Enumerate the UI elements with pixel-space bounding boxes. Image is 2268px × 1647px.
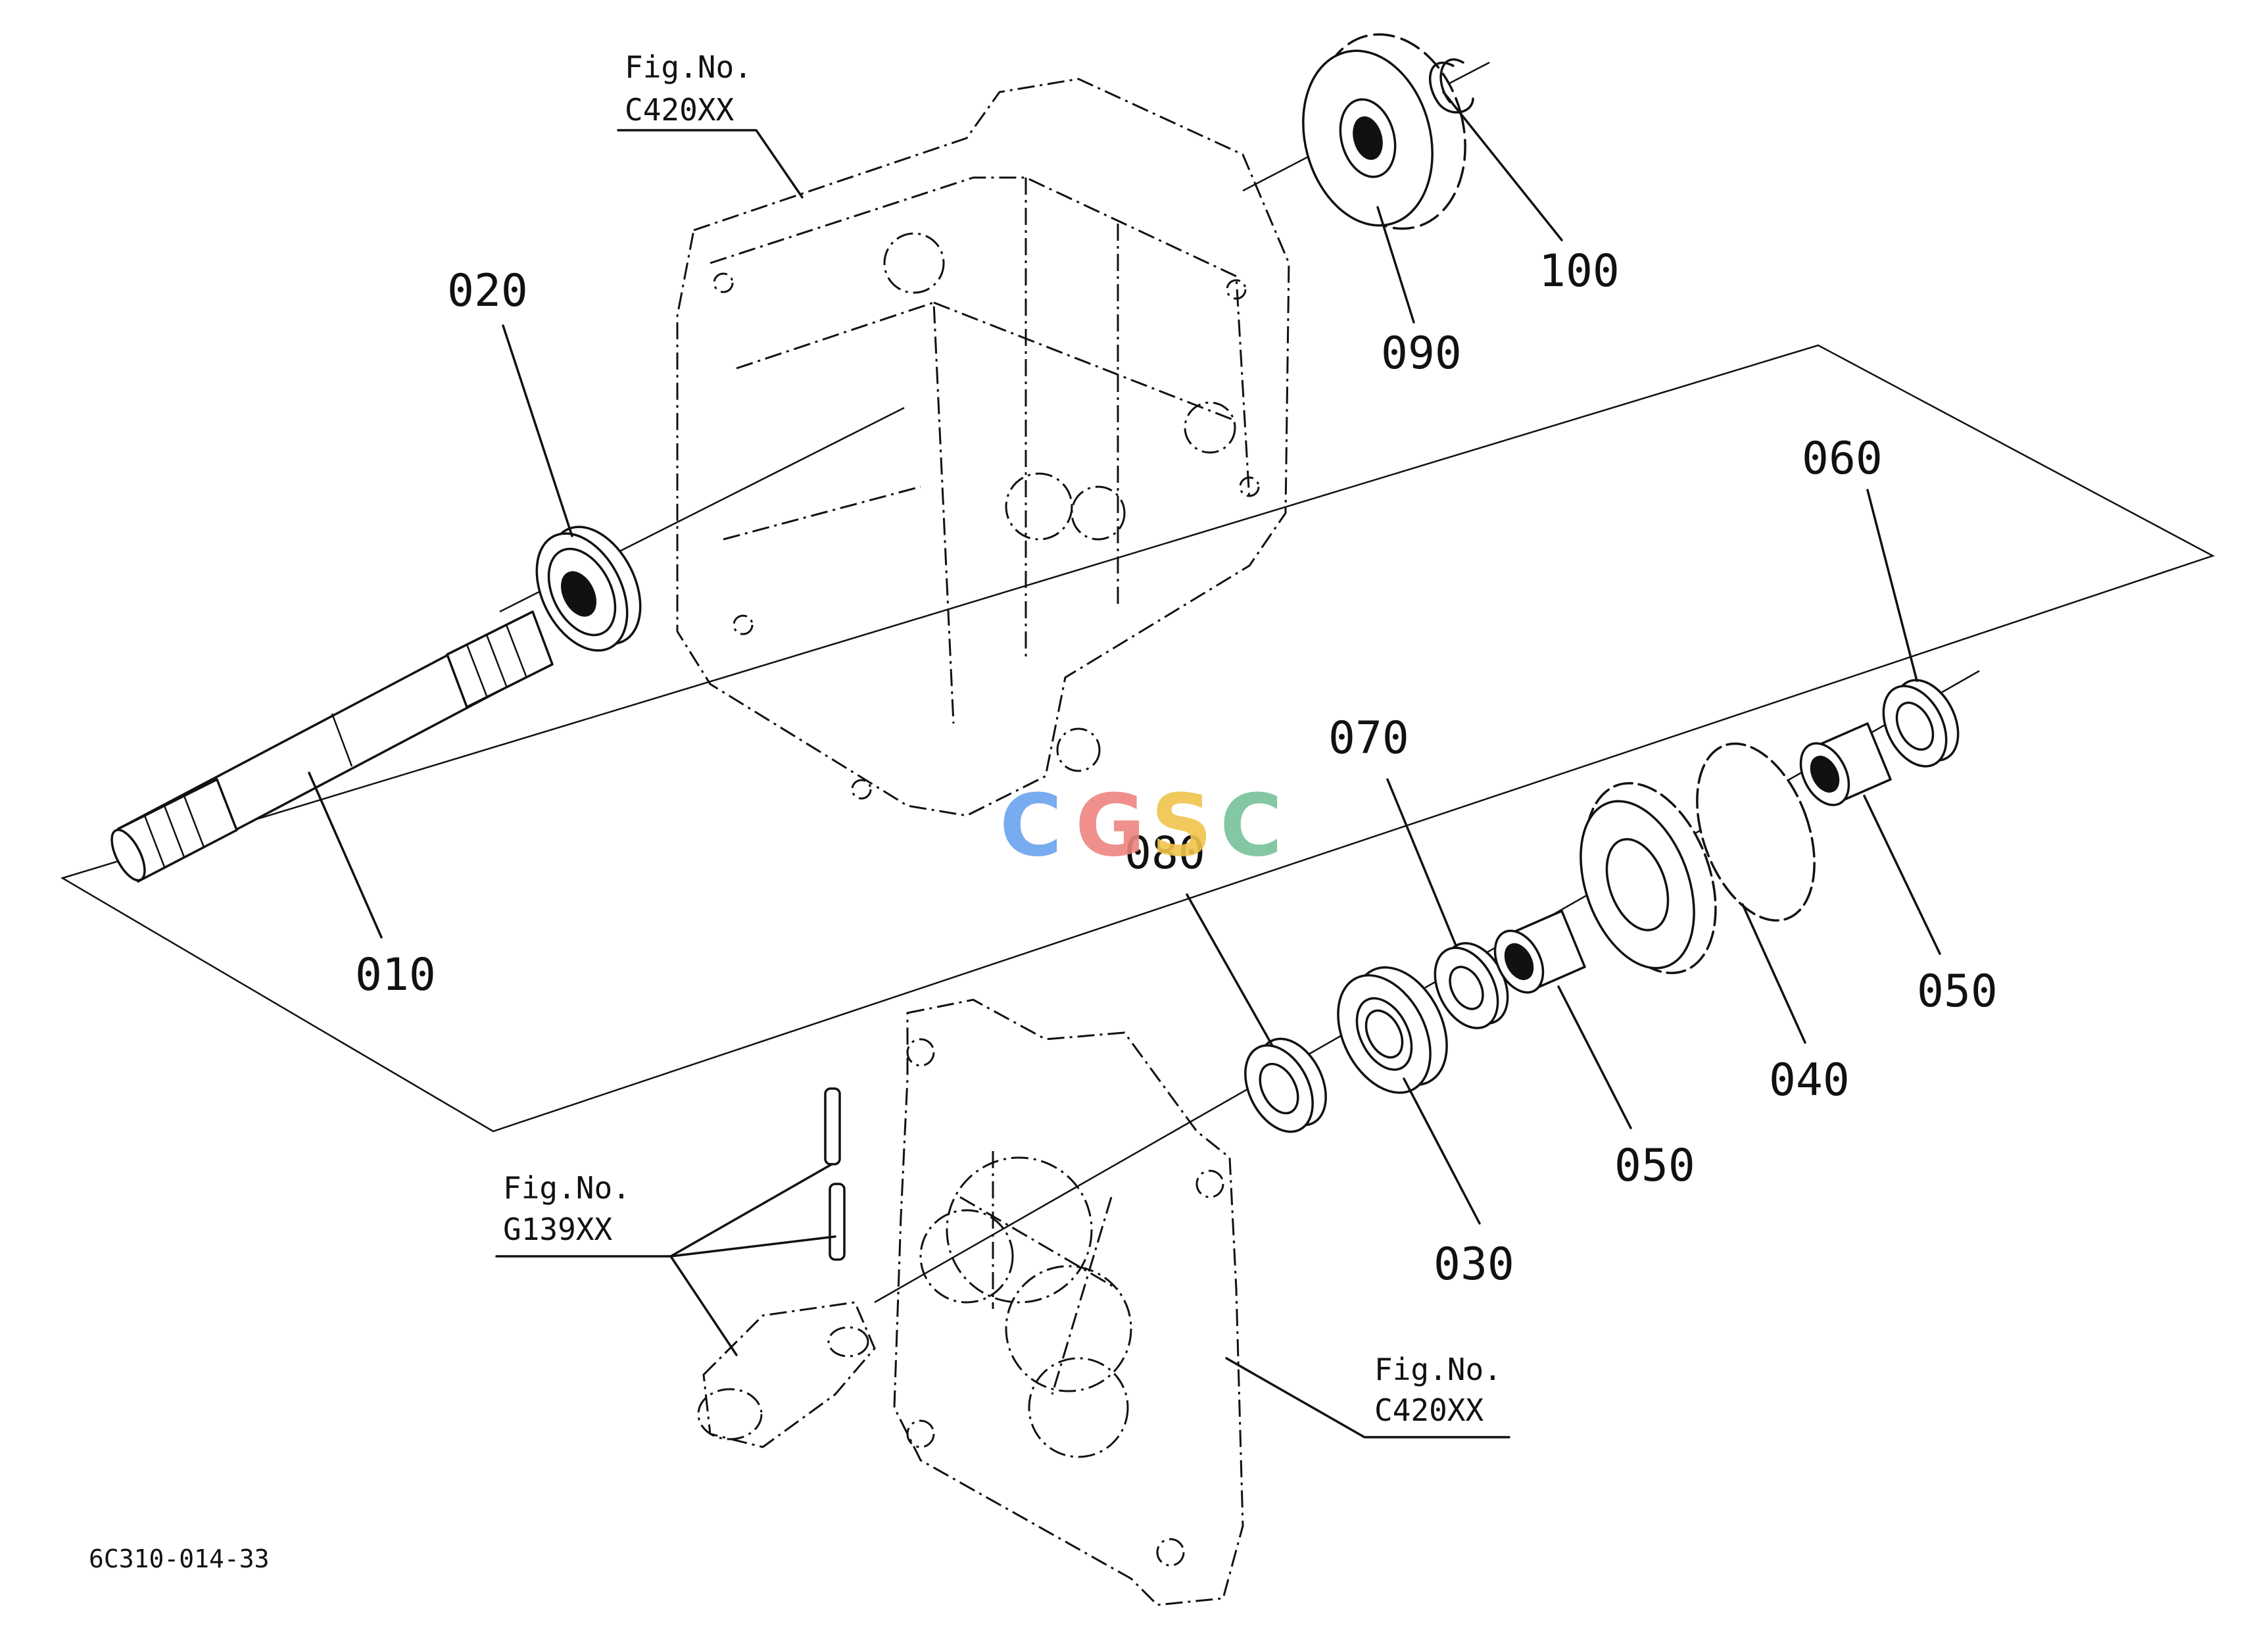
part-label-030: 030 — [1434, 1239, 1514, 1291]
collar-070 — [1434, 942, 1509, 1029]
part-label-060: 060 — [1802, 433, 1883, 485]
fig-ref-bottom-caption: Fig.No. — [1374, 1352, 1502, 1387]
fig-ref-top-caption: Fig.No. — [625, 49, 752, 85]
leader-lines — [308, 91, 1941, 1438]
double-gear-040 — [1580, 742, 1816, 975]
fig-ref-bottom-code: C420XX — [1374, 1392, 1484, 1428]
coupling-assembly — [697, 1087, 876, 1448]
svg-text:C: C — [1220, 775, 1282, 875]
drawing-code: 6C310-014-33 — [89, 1544, 270, 1573]
part-label-080: 080 — [1124, 827, 1205, 879]
gear-090 — [1302, 33, 1466, 230]
seal-060 — [1882, 679, 1960, 768]
transmission-case-upper — [676, 78, 1290, 817]
oil-seal-080 — [1244, 1037, 1327, 1133]
fig-ref-top-code: C420XX — [625, 92, 734, 128]
svg-text:C: C — [1000, 775, 1062, 875]
fig-ref-left-caption: Fig.No. — [503, 1170, 631, 1206]
assembly-frame — [60, 344, 2215, 1133]
part-label-050-right: 050 — [1917, 966, 1998, 1018]
ball-bearing-020 — [535, 526, 642, 652]
needle-bearing-050-right — [1799, 722, 1892, 806]
svg-text:G: G — [1075, 775, 1146, 875]
lower-shaft-axis — [874, 670, 1980, 1304]
part-label-100: 100 — [1539, 245, 1620, 297]
part-label-050-left: 050 — [1614, 1140, 1695, 1192]
transmission-case-lower — [893, 998, 1244, 1606]
part-label-020: 020 — [447, 265, 528, 317]
ball-bearing-030 — [1337, 966, 1448, 1094]
part-label-040: 040 — [1769, 1054, 1850, 1106]
cgsc-watermark: C G S C — [1000, 775, 1282, 875]
shaft-010 — [110, 610, 554, 883]
part-label-090: 090 — [1381, 328, 1462, 380]
part-label-070: 070 — [1328, 712, 1409, 764]
svg-text:S: S — [1151, 775, 1213, 875]
needle-bearing-050-left — [1493, 910, 1586, 994]
fig-ref-left-code: G139XX — [503, 1212, 612, 1247]
part-label-010: 010 — [355, 949, 436, 1001]
